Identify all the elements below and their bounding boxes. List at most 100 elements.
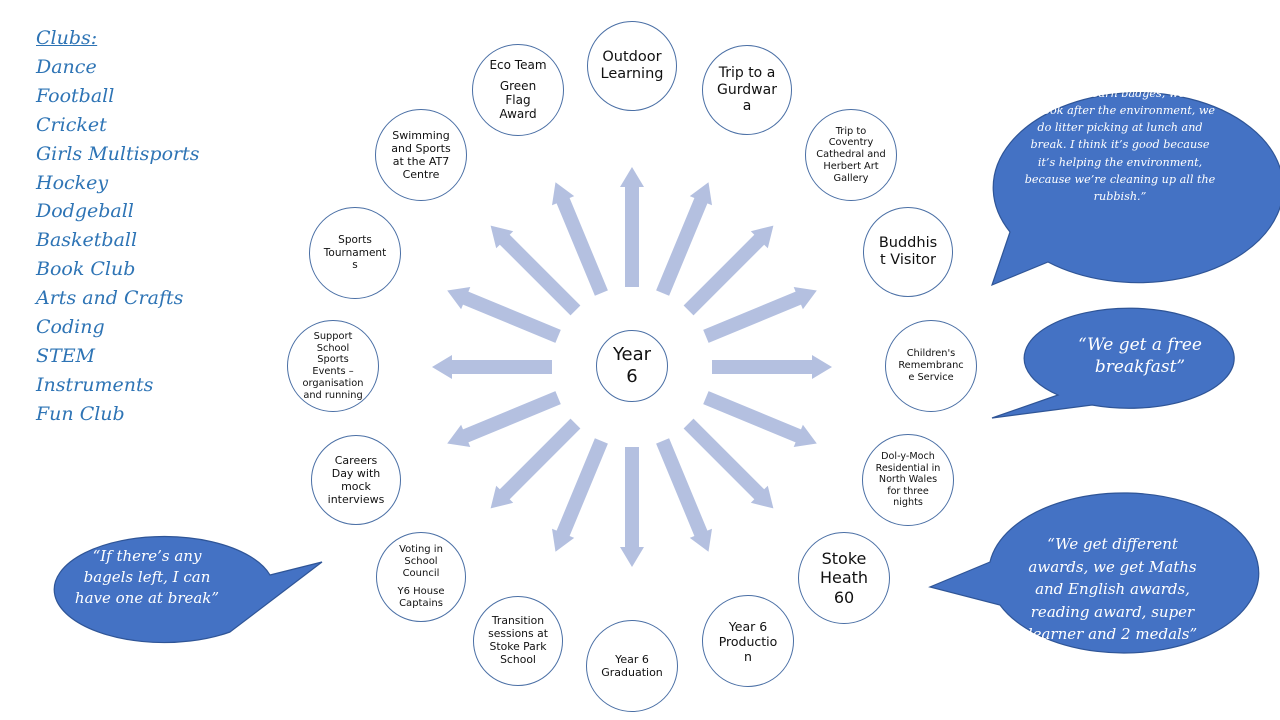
node-stoke-heath-60: Stoke Heath 60	[798, 532, 890, 624]
club-item-fun-club: Fun Club	[36, 402, 125, 425]
speech-bubble-awards	[928, 492, 1260, 654]
node-text-line: Productio	[718, 633, 778, 649]
node-outdoor-learning: Outdoor Learning	[587, 21, 677, 111]
node-text-line: Y6 House	[397, 586, 445, 597]
radial-arrow	[490, 225, 581, 316]
node-text-line: organisation	[302, 377, 364, 389]
speech-bubble-bagels	[53, 535, 323, 644]
node-text-line: Dol-y-Moch	[881, 451, 935, 463]
quote-line: bagels left, I can	[83, 568, 211, 586]
node-trip-to-coventry: Trip to Coventry Cathedral and Herbert A…	[805, 109, 897, 201]
quote-bagels: “If there’s any bagels left, I can have …	[62, 546, 232, 609]
node-text-line: and Sports	[391, 141, 451, 155]
node-text-line: Transition	[491, 614, 545, 628]
club-item-arts-and-crafts: Arts and Crafts	[36, 287, 184, 310]
node-text-line: nights	[893, 497, 923, 509]
clubs-title: Clubs:	[36, 27, 98, 49]
quote-line: “We get different	[1047, 535, 1178, 553]
node-text-line: Gallery	[833, 172, 869, 184]
speech-bubble-eco-club	[991, 92, 1280, 287]
node-text-line: Council	[402, 568, 440, 579]
club-item-girls-multisports: Girls Multisports	[36, 142, 200, 165]
quote-line: reading award, super	[1030, 602, 1195, 621]
node-text-line: North Wales	[878, 474, 938, 486]
node-text-line: Year 6	[728, 618, 768, 634]
node-text-line: Buddhis	[878, 234, 938, 251]
node-text-line: Sports	[338, 234, 372, 247]
node-text-line: Events –	[312, 366, 354, 377]
node-text-line: Stoke	[821, 549, 867, 569]
speech-bubble-breakfast	[991, 307, 1235, 419]
node-text-line: Children's	[906, 348, 956, 360]
center-line-1: Year	[612, 344, 652, 366]
node-text-line: Outdoor	[602, 48, 662, 65]
quote-line: “If there’s any	[92, 547, 202, 565]
node-text-line: Award	[499, 107, 537, 122]
quote-line: breakfast”	[1094, 357, 1186, 377]
node-text-line: Eco Team	[489, 58, 547, 73]
center-node-year-6: Year 6	[596, 330, 668, 402]
center-line-2: 6	[626, 366, 638, 387]
quote-line: awards, we get Maths	[1028, 557, 1197, 576]
node-text-line: interviews	[327, 493, 385, 507]
club-item-coding: Coding	[36, 316, 105, 339]
node-trip-to-gurdwara: Trip to a Gurdwar a	[702, 45, 792, 135]
radial-arrow	[712, 355, 832, 379]
arrows-group	[432, 167, 832, 567]
quote-line: “Eco-club is a thing that we do for	[1022, 52, 1218, 65]
radial-arrow	[620, 167, 644, 287]
node-text-line: n	[744, 648, 752, 664]
node-buddhist-visitor: Buddhis t Visitor	[863, 207, 953, 297]
node-year-6-graduation: Year 6 Graduation	[586, 620, 678, 712]
radial-arrow	[552, 182, 608, 296]
node-text-line: Flag	[505, 93, 531, 107]
node-text-line: Graduation	[601, 666, 663, 679]
radial-arrow	[447, 287, 561, 343]
node-text-line: for three	[887, 485, 929, 497]
node-text-line: Day with	[331, 466, 381, 480]
radial-arrow	[656, 182, 712, 296]
node-text-line: a	[742, 98, 752, 115]
node-text-line: Remembranc	[898, 360, 964, 372]
node-text-line: Stoke Park	[489, 640, 547, 653]
node-text-line: Sports	[317, 354, 349, 366]
quote-line: because we’re cleaning up all the	[1024, 173, 1216, 187]
node-swimming-at7-centre: Swimming and Sports at the AT7 Centre	[375, 109, 467, 201]
node-text-line: 60	[833, 587, 855, 607]
quote-line: the environment, we discuss the	[1028, 69, 1212, 83]
quote-line: break. I think it’s good because	[1030, 138, 1210, 152]
radial-arrow	[447, 391, 561, 447]
node-text-line: Support	[313, 330, 353, 342]
node-text-line: Centre	[402, 168, 440, 182]
node-text-line: at the AT7	[392, 155, 450, 168]
node-text-line: e Service	[908, 371, 954, 383]
node-text-line: t Visitor	[879, 252, 937, 268]
node-text-line: Residential in	[875, 462, 941, 474]
node-text-line: School	[404, 556, 438, 567]
node-text-line: Herbert Art	[823, 160, 879, 172]
node-support-school-sports-events: Support School Sports Events – organisat…	[287, 320, 379, 412]
quote-line: it’s helping the environment,	[1037, 155, 1203, 169]
quote-eco-club: “Eco-club is a thing that we do for the …	[985, 50, 1255, 206]
node-childrens-remembrance-service: Children's Remembranc e Service	[885, 320, 977, 412]
node-text-line: mock	[341, 480, 371, 493]
node-text-line: Trip to a	[718, 64, 776, 81]
node-text-line: Coventry	[828, 137, 874, 149]
quote-line: do litter picking at lunch and	[1037, 121, 1203, 135]
radial-arrow	[620, 447, 644, 567]
radial-arrow	[656, 438, 712, 552]
quote-line: “We get a free	[1078, 335, 1202, 355]
club-item-instruments: Instruments	[36, 373, 154, 396]
node-eco-team-green-flag: Eco Team Green Flag Award	[472, 44, 564, 136]
club-item-book-club: Book Club	[36, 258, 136, 281]
node-text-line: sessions at	[488, 627, 548, 641]
node-text-line: Cathedral and	[816, 149, 886, 161]
club-item-dodgeball: Dodgeball	[36, 200, 134, 223]
node-text-line: School	[316, 342, 350, 354]
quote-line: learner and 2 medals”	[1027, 625, 1198, 643]
node-text-line: s	[352, 259, 358, 272]
node-careers-day: Careers Day with mock interviews	[311, 435, 401, 525]
node-text-line: Trip to	[835, 125, 867, 137]
node-text-line: Voting in	[399, 544, 443, 555]
quote-free-breakfast: “We get a free breakfast”	[1055, 334, 1225, 378]
